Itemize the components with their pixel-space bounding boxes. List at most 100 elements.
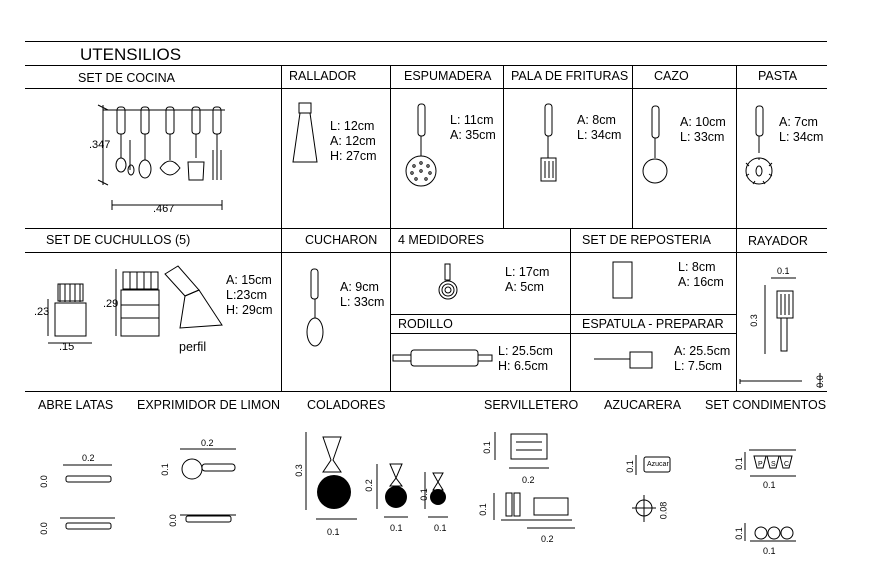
condimento-jar-c: C	[784, 461, 790, 468]
azucarera-label-text: Azucar	[647, 461, 669, 468]
col-line-4	[632, 65, 633, 228]
cuchillos-width: A: 15cm	[226, 273, 272, 287]
label-azucarera: AZUCARERA	[604, 398, 682, 412]
cucharon-width: A: 9cm	[340, 280, 379, 294]
dim-exprimidor-1: 0.2	[201, 438, 214, 448]
knife-set-drawing	[47, 265, 223, 344]
condimento-jar-p: P	[758, 461, 763, 468]
header-row-line	[25, 88, 827, 89]
label-abre-latas: ABRE LATAS	[38, 398, 114, 412]
espumadera-width: A: 35cm	[450, 128, 496, 142]
condimento-jar-s: S	[771, 461, 776, 468]
pastry-set-drawing	[612, 261, 633, 299]
medium-strainer-fill	[385, 486, 407, 508]
serving-spoon-drawing	[306, 268, 324, 347]
row2-header-line	[25, 252, 827, 253]
cuchillos-length: L:23cm	[226, 288, 267, 302]
label-cuchillos: SET DE CUCHULLOS (5)	[46, 233, 191, 247]
dim-cuchillos-1: .23	[34, 306, 50, 318]
dim-set-cocina-height: .347	[89, 139, 111, 151]
dim-abre-latas-1: 0.2	[82, 453, 95, 463]
dim-rayador-1: 0.1	[777, 266, 790, 276]
ladle-drawing	[642, 105, 668, 184]
label-pala: PALA DE FRITURAS	[511, 69, 629, 83]
napkin-holder-drawing	[493, 432, 575, 529]
pasta-length: L: 34cm	[779, 130, 824, 144]
large-strainer-fill	[317, 475, 351, 509]
row2-top-line	[25, 228, 827, 229]
grater-drawing	[292, 102, 318, 163]
label-set-cocina: SET DE COCINA	[78, 71, 176, 85]
pala-length: L: 34cm	[577, 128, 622, 142]
reposteria-length: L: 8cm	[678, 260, 716, 274]
rodillo-length: L: 25.5cm	[498, 344, 553, 358]
cuchillos-perfil: perfil	[179, 340, 207, 354]
pala-width: A: 8cm	[577, 113, 616, 127]
cazo-length: L: 33cm	[680, 130, 725, 144]
strainers-drawing	[305, 432, 448, 520]
label-coladores: COLADORES	[307, 398, 386, 412]
can-opener-drawing	[60, 464, 115, 530]
pasta-server-drawing	[745, 105, 773, 185]
col-line-1	[281, 65, 282, 391]
dim-cuchillos-2: .29	[103, 298, 119, 310]
label-rodillo: RODILLO	[398, 317, 453, 331]
spatula-drawing	[540, 103, 557, 182]
label-exprimidor: EXPRIMIDOR DE LIMON	[137, 398, 281, 412]
espumadera-length: L: 11cm	[450, 113, 494, 127]
dim-condimentos-4: 0.1	[763, 546, 776, 556]
label-condimentos: SET CONDIMENTOS	[705, 398, 827, 412]
title-divider	[25, 65, 827, 66]
espatula-width: A: 25.5cm	[674, 344, 731, 358]
pasta-width: A: 7cm	[779, 115, 818, 129]
condiment-set-drawing	[744, 449, 796, 542]
dim-coladores-2: 0.1	[327, 527, 340, 537]
dim-cuchillos-3: .15	[59, 341, 75, 353]
col-line-2	[390, 65, 391, 228]
label-pasta: PASTA	[758, 69, 798, 83]
dim-coladores-4: 0.1	[390, 523, 403, 533]
dim-coladores-6: 0.1	[434, 523, 447, 533]
skimmer-drawing	[405, 103, 437, 187]
reposteria-width: A: 16cm	[678, 275, 724, 289]
row3-top-line	[25, 391, 827, 392]
col-line-7	[570, 228, 571, 391]
cazo-width: A: 10cm	[680, 115, 726, 129]
frame-top-line	[25, 41, 827, 42]
rallador-length: L: 12cm	[330, 119, 375, 133]
row2-mid-line	[390, 314, 737, 315]
label-reposteria: SET DE REPOSTERIA	[582, 233, 711, 247]
label-espumadera: ESPUMADERA	[404, 69, 492, 83]
label-rayador: RAYADOR	[748, 234, 808, 248]
label-espatula: ESPATULA - PREPARAR	[582, 317, 724, 331]
rallador-height: H: 27cm	[330, 149, 377, 163]
col-line-6	[390, 228, 391, 391]
rodillo-height: H: 6.5cm	[498, 359, 549, 373]
sugar-bowl-drawing	[632, 455, 671, 522]
label-cazo: CAZO	[654, 69, 689, 83]
cucharon-length: L: 33cm	[340, 295, 385, 309]
dim-servilletero-4: 0.2	[541, 534, 554, 544]
dim-condimentos-2: 0.1	[763, 480, 776, 490]
cuchillos-height: H: 29cm	[226, 303, 273, 317]
col-line-5	[736, 65, 737, 391]
espatula-length: L: 7.5cm	[674, 359, 722, 373]
label-rallador: RALLADOR	[289, 69, 357, 83]
dim-set-cocina-width: .467	[153, 203, 175, 215]
small-strainer-fill	[430, 489, 446, 505]
col-line-3	[503, 65, 504, 228]
dim-servilletero-2: 0.2	[522, 475, 535, 485]
row2-mid-header-line	[390, 333, 737, 334]
rallador-width: A: 12cm	[330, 134, 376, 148]
label-medidores: 4 MEDIDORES	[398, 233, 485, 247]
page-title: UTENSILIOS	[80, 45, 182, 64]
kitchen-set-drawing	[97, 104, 225, 210]
measuring-cups-drawing	[438, 263, 458, 300]
lemon-squeezer-drawing	[180, 448, 236, 523]
medidores-width: A: 5cm	[505, 280, 544, 294]
label-servilletero: SERVILLETERO	[484, 398, 579, 412]
pastry-spatula-drawing	[594, 351, 653, 369]
rolling-pin-drawing	[392, 349, 493, 367]
